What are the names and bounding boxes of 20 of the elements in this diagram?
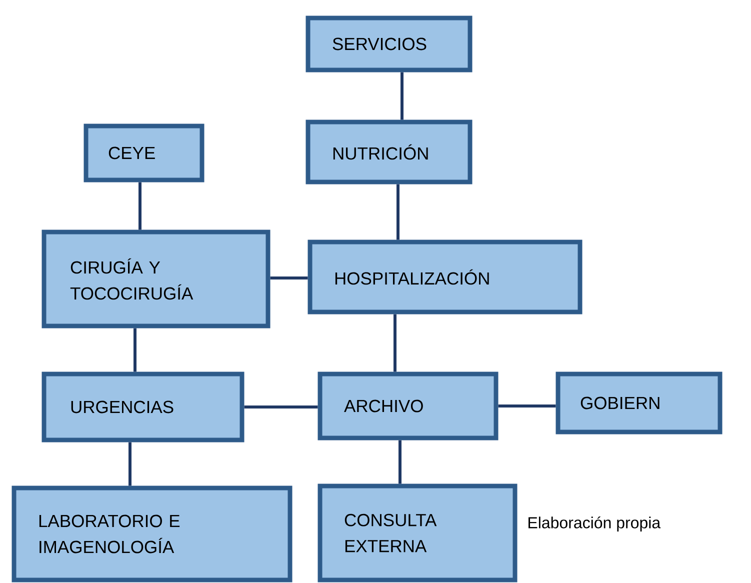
department-box: CEYE <box>84 124 204 182</box>
department-box: GOBIERN <box>556 372 722 434</box>
connector-line <box>270 276 308 280</box>
department-box: ARCHIVO <box>318 372 498 440</box>
connector-line <box>398 440 402 484</box>
connector-line <box>396 184 400 240</box>
department-box: URGENCIAS <box>42 372 244 442</box>
connector-line <box>128 442 132 486</box>
department-box: SERVICIOS <box>306 16 472 72</box>
department-box: HOSPITALIZACIÓN <box>308 240 582 314</box>
department-box: CIRUGÍA Y TOCOCIRUGÍA <box>42 230 270 328</box>
connector-line <box>244 406 318 408</box>
department-box: LABORATORIO E IMAGENOLOGÍA <box>12 486 292 582</box>
connector-line <box>134 328 136 372</box>
department-box: NUTRICIÓN <box>306 120 472 184</box>
connector-line <box>498 404 556 408</box>
connector-line <box>400 72 404 120</box>
connector-line <box>138 182 142 230</box>
connector-line <box>394 314 396 372</box>
department-box: CONSULTA EXTERNA <box>318 484 518 582</box>
